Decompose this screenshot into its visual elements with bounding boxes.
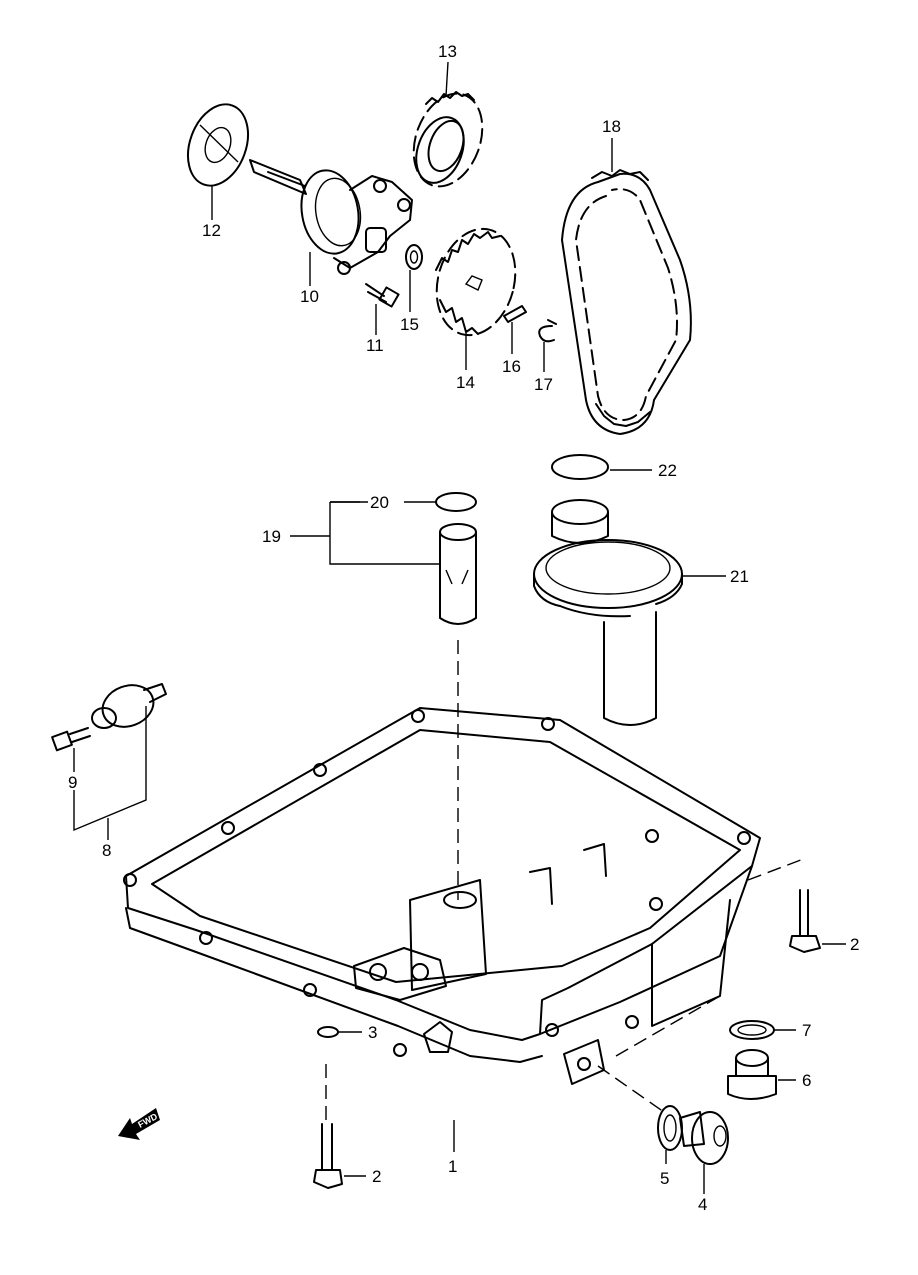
callout-11: 11 [366, 336, 384, 355]
callout-8: 8 [102, 841, 111, 860]
callout-14: 14 [456, 373, 475, 392]
callout-15: 15 [400, 315, 419, 334]
callout-4: 4 [698, 1195, 707, 1214]
part-8-switch [91, 683, 167, 729]
callout-16: 16 [502, 357, 521, 376]
part-19-pipe [439, 523, 477, 625]
assembly-guides [325, 640, 807, 1120]
callout-9: 9 [68, 773, 77, 792]
part-17-circlip [538, 319, 557, 343]
part-6-plug [727, 1049, 777, 1100]
callout-10: 10 [300, 287, 319, 306]
part-5-washer [657, 1105, 683, 1151]
callout-12: 12 [202, 221, 221, 240]
callout-2-right: 2 [850, 935, 859, 954]
callout-19: 19 [262, 527, 281, 546]
callout-2-left: 2 [372, 1167, 381, 1186]
part-18-chain [561, 169, 692, 435]
callout-numbers: 13 12 10 11 15 14 16 17 18 22 21 20 19 9… [68, 42, 859, 1214]
part-10-oil-pump [249, 159, 413, 275]
callout-13: 13 [438, 42, 457, 61]
part-20-o-ring [435, 492, 477, 512]
callout-22: 22 [658, 461, 677, 480]
part-2-bolt-right [789, 889, 821, 953]
part-13-gear [412, 91, 484, 188]
callout-21: 21 [730, 567, 749, 586]
part-15-washer [405, 244, 423, 270]
callout-7: 7 [802, 1021, 811, 1040]
callout-18: 18 [602, 117, 621, 136]
leader-lines [73, 61, 846, 1194]
part-9-screw [51, 727, 91, 752]
part-7-gasket [729, 1020, 775, 1040]
part-1-oil-pan [123, 707, 761, 1085]
part-2-bolt-left [313, 1123, 343, 1189]
part-11-bolt [365, 283, 400, 308]
part-21-strainer [533, 499, 683, 726]
part-16-pin [503, 305, 527, 323]
callout-1: 1 [448, 1157, 457, 1176]
part-22-o-ring [551, 454, 609, 480]
part-12-gasket [187, 103, 249, 187]
part-4-drain-bolt [679, 1111, 729, 1165]
callout-5: 5 [660, 1169, 669, 1188]
callout-3: 3 [368, 1023, 377, 1042]
part-3-washer [317, 1026, 339, 1038]
fwd-arrow-icon: FWD [118, 1108, 160, 1140]
callout-17: 17 [534, 375, 553, 394]
callout-20: 20 [370, 493, 389, 512]
part-14-sprocket [435, 227, 517, 337]
callout-6: 6 [802, 1071, 811, 1090]
